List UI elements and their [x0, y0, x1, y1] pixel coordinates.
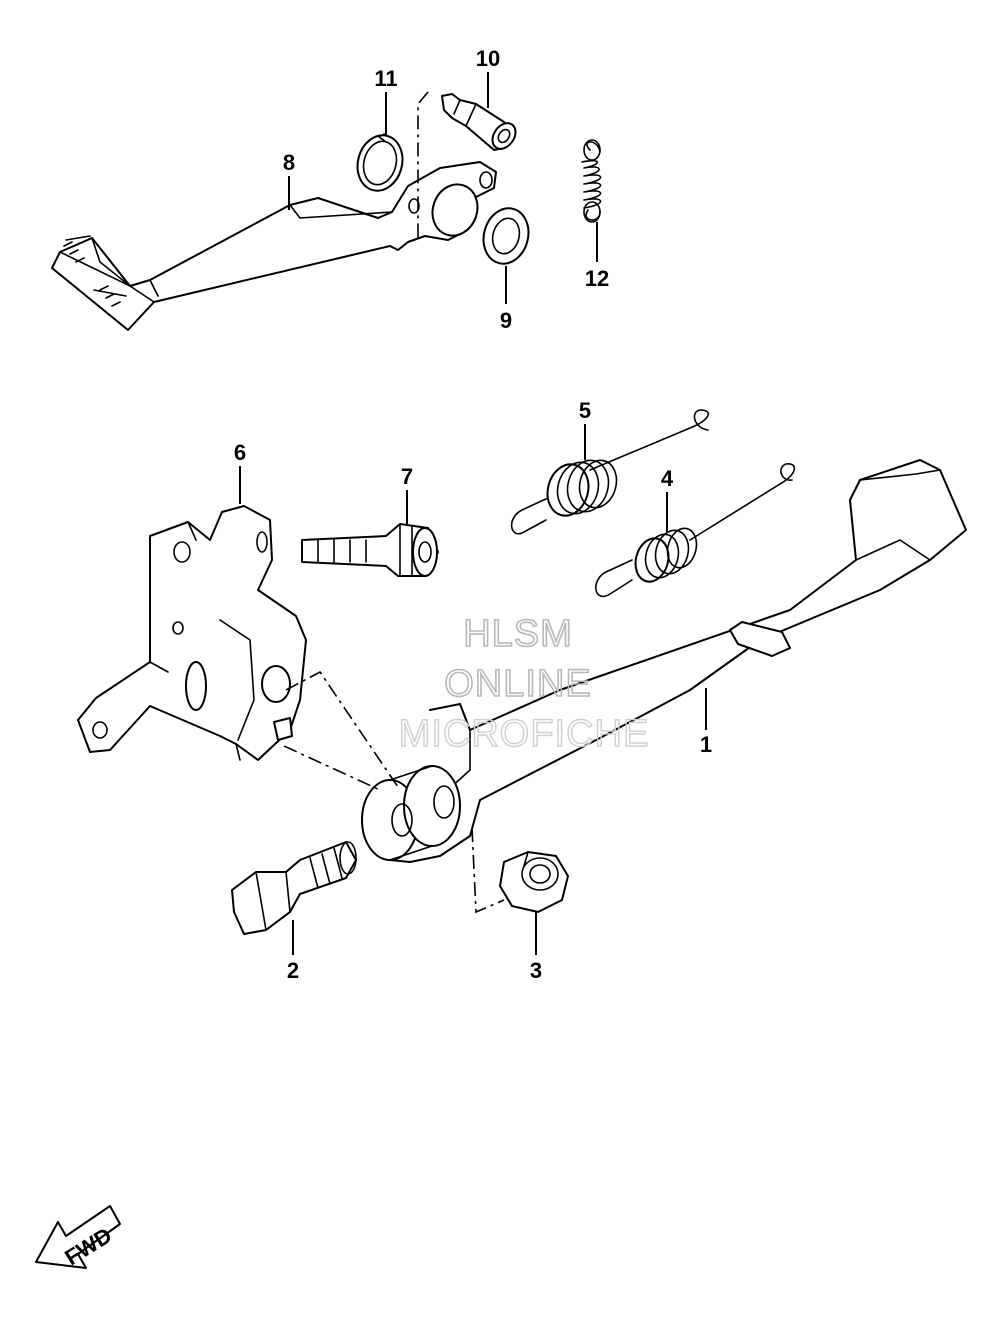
- watermark: HLSM ONLINE MICROFICHE: [398, 612, 650, 756]
- callout-6: 6: [234, 440, 246, 465]
- callout-5: 5: [579, 398, 591, 423]
- watermark-line-1: HLSM: [463, 613, 573, 655]
- leader-lines: [239, 72, 707, 955]
- callout-9: 9: [500, 308, 512, 333]
- fwd-direction-badge: FWD: [35, 1205, 121, 1270]
- assembly-line: [471, 827, 505, 914]
- brake-pedal-part-8[interactable]: [51, 161, 497, 331]
- assembly-line: [285, 670, 401, 791]
- callout-2: 2: [287, 958, 299, 983]
- spring-part-12[interactable]: [581, 139, 602, 223]
- callout-11: 11: [374, 66, 397, 91]
- callout-10: 10: [476, 46, 500, 71]
- assembly-line: [283, 745, 381, 791]
- callout-3: 3: [530, 958, 542, 983]
- bolt-part-7[interactable]: [301, 523, 439, 577]
- callout-1: 1: [700, 732, 712, 757]
- callout-12: 12: [585, 266, 609, 291]
- washer-part-9[interactable]: [478, 203, 535, 268]
- spring-part-4[interactable]: [595, 463, 796, 598]
- callout-4: 4: [661, 466, 674, 491]
- side-stand-part-1[interactable]: [361, 459, 967, 863]
- bracket-part-6[interactable]: [77, 505, 307, 761]
- bolt-part-2[interactable]: [231, 841, 357, 935]
- callout-7: 7: [401, 464, 413, 489]
- nut-part-3[interactable]: [499, 851, 569, 913]
- assembly-line: [417, 91, 429, 240]
- watermark-line-2: ONLINE: [444, 663, 591, 705]
- pivot-bolt-part-10[interactable]: [441, 93, 520, 153]
- callout-8: 8: [283, 150, 295, 175]
- fwd-arrow-icon: [35, 1205, 121, 1269]
- watermark-line-3: MICROFICHE: [399, 713, 650, 755]
- circlip-part-11[interactable]: [352, 130, 409, 195]
- spring-part-5[interactable]: [510, 409, 710, 535]
